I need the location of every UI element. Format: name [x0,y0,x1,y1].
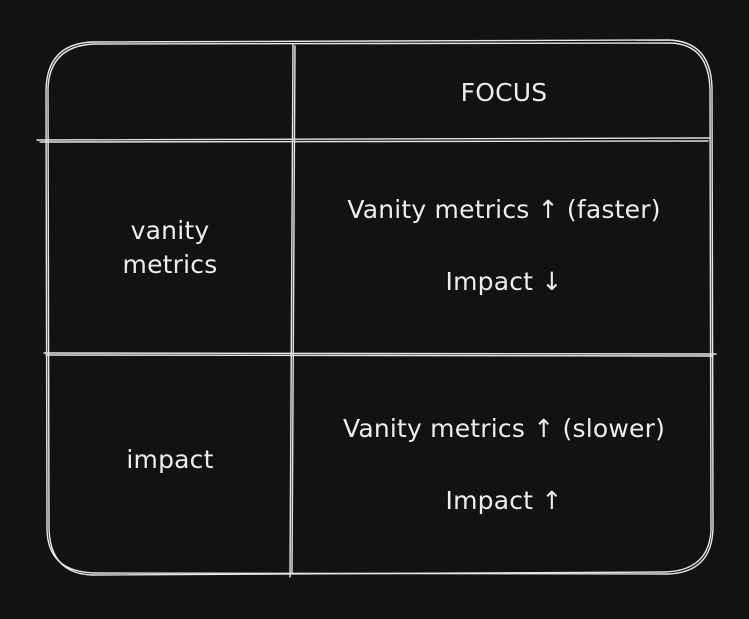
column-header-text: FOCUS [460,78,548,107]
cell-impact-impact: Impact ↑ [296,484,712,518]
row-divider [43,352,717,355]
header-divider-stroke-2 [39,140,709,143]
row-label-vanity-metrics: vanity metrics [48,214,292,282]
cell-line-impact: Impact ↓ [445,267,563,296]
row-label-line-2: metrics [122,250,218,279]
outer-border [45,39,714,575]
column-header-focus: FOCUS [296,76,712,110]
cell-line-impact: Impact ↑ [445,486,563,515]
cell-impact-focus: Vanity metrics ↑ (slower) [296,412,712,446]
outer-border-stroke-2 [47,42,712,576]
header-divider [36,137,711,141]
row-label-line-1: impact [126,445,214,474]
cell-vanity-metrics-focus: Vanity metrics ↑ (faster) [296,193,712,227]
cell-line-vanity: Vanity metrics ↑ (faster) [347,195,661,224]
row-divider-stroke-2 [45,354,714,357]
row-label-line-1: vanity [130,216,210,245]
vertical-divider [289,43,294,578]
cell-line-vanity: Vanity metrics ↑ (slower) [342,414,666,443]
vertical-divider-stroke-2 [291,45,296,574]
cell-vanity-metrics-impact: Impact ↓ [296,265,712,299]
row-label-impact: impact [48,443,292,477]
